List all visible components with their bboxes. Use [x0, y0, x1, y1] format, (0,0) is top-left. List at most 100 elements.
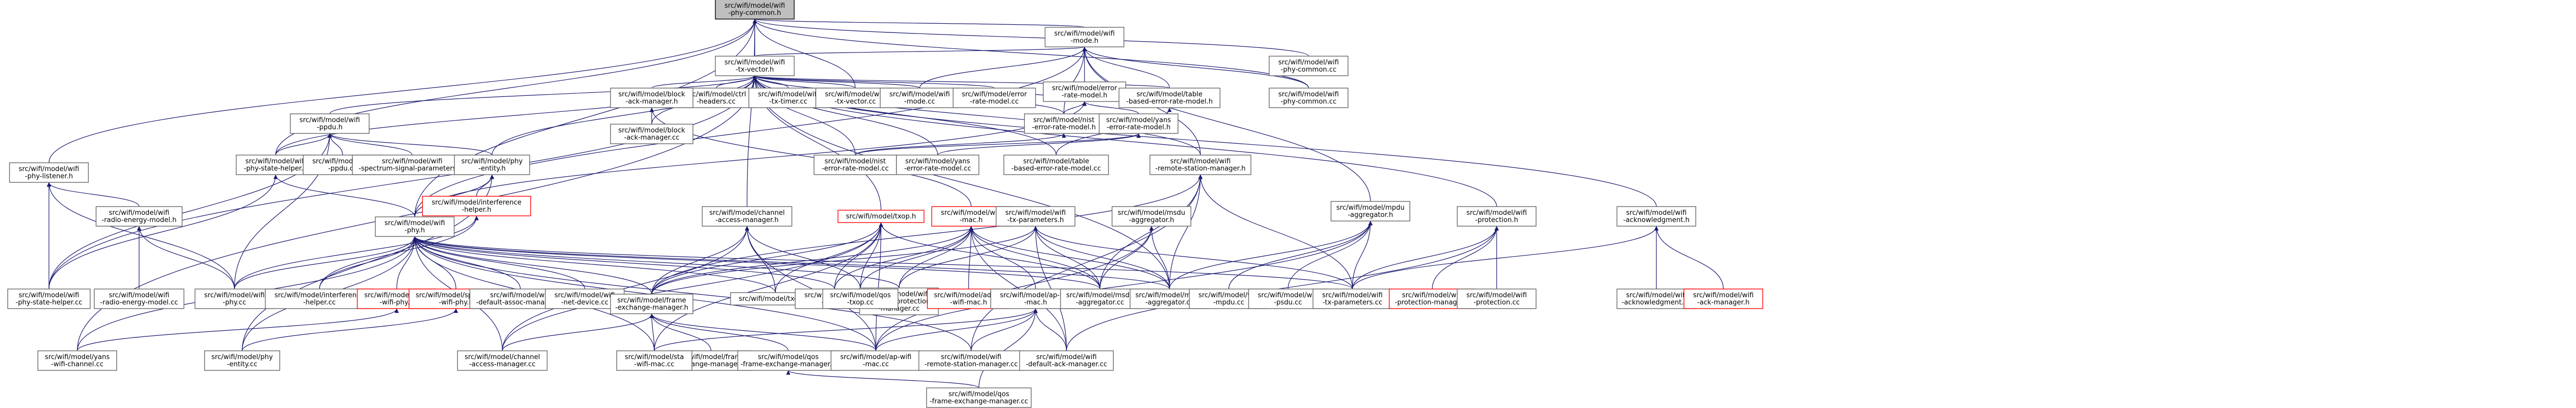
node-label-line: src/wifi/model/wifi [382, 158, 442, 165]
node-tx-timer-cc[interactable]: src/wifi/model/wifi-tx-timer.cc [748, 88, 828, 108]
node-label-line: -ack-manager.h [1697, 299, 1750, 307]
edge-tx_vector_h-to-mode_cc [753, 75, 920, 89]
node-box [831, 350, 921, 371]
node-protection-cc[interactable]: src/wifi/model/wifi-protection.cc [1456, 288, 1537, 309]
node-txop-h[interactable]: src/wifi/model/txop.h [837, 210, 925, 223]
edge-remote_station_manager_h-to-mpdu_aggregator_cc [1169, 174, 1203, 290]
node-label-line: -rate-model.h [1062, 92, 1108, 99]
node-channel-access-manager-h[interactable]: src/wifi/model/channel-access-manager.h [702, 206, 792, 227]
edge-phy_entity_h-to-phy_h [414, 174, 495, 217]
edge-root-to-phy_common_cc_right [752, 19, 1309, 89]
edge-phy_h-to-mac_cc [412, 236, 835, 290]
node-block-ack-manager-cc[interactable]: src/wifi/model/block-ack-manager.cc [610, 124, 693, 144]
node-box [7, 288, 91, 309]
edge-root-to-phy_listener_h [48, 19, 757, 163]
node-sta-wifi-mac-cc[interactable]: src/wifi/model/sta-wifi-mac.cc [616, 350, 692, 371]
edge-acknowledgment_h-to-ack_manager_h [1654, 226, 1724, 290]
node-msdu-aggregator-h[interactable]: src/wifi/model/msdu-aggregator.h [1111, 206, 1192, 227]
node-mode-h[interactable]: src/wifi/model/wifi-mode.h [1044, 27, 1125, 47]
edge-mode_h-to-nist_error_rate_model_h [1063, 46, 1087, 114]
node-mode-cc[interactable]: src/wifi/model/wifi-mode.cc [879, 88, 960, 108]
edge-txop_h-to-mac_cc [834, 222, 884, 290]
edge-phy_h-to-interference_helper_cc [319, 236, 417, 290]
node-box [822, 288, 899, 309]
node-yans-wifi-channel-cc[interactable]: src/wifi/model/yans-wifi-channel.cc [37, 350, 117, 371]
node-label-line: -phy-state-helper.h [244, 165, 308, 173]
node-nist-error-rate-model-h[interactable]: src/wifi/model/nist-error-rate-model.h [1024, 113, 1104, 134]
node-tx-vector-cc[interactable]: src/wifi/model/wifi-tx-vector.cc [815, 88, 895, 108]
node-ack-manager-h[interactable]: src/wifi/model/wifi-ack-manager.h [1683, 288, 1764, 309]
node-phy-common-cc[interactable]: src/wifi/model/wifi-phy-common.cc [1268, 56, 1349, 76]
node-yans-error-rate-model-cc[interactable]: src/wifi/model/yans-error-rate-model.cc [896, 155, 979, 175]
node-table-based-h[interactable]: src/wifi/model/table-based-error-rate-mo… [1118, 88, 1221, 108]
node-label-line: -wifi-mac.cc [634, 361, 674, 368]
node-ppdu-h[interactable]: src/wifi/model/wifi-ppdu.h [290, 113, 370, 134]
node-label-line: -net-device.cc [561, 299, 608, 307]
node-block-ack-manager-h[interactable]: src/wifi/model/block-ack-manager.h [610, 88, 693, 108]
node-label-line: src/wifi/model/wifi [1054, 30, 1114, 38]
node-nist-error-rate-model-cc[interactable]: src/wifi/model/nist-error-rate-model.cc [814, 155, 897, 175]
edge-txop_h-to-msdu_aggregator_cc [878, 222, 1100, 290]
node-protection-h[interactable]: src/wifi/model/wifi-protection.h [1456, 206, 1537, 227]
node-qos-txop-cc[interactable]: src/wifi/model/qos-txop.cc [822, 288, 899, 309]
node-phy-common-cc-right[interactable]: src/wifi/model/wifi-phy-common.cc [1268, 88, 1349, 108]
node-radio-energy-model-cc[interactable]: src/wifi/model/wifi-radio-energy-model.c… [94, 288, 184, 309]
node-box [1268, 88, 1349, 108]
node-table-based-cc[interactable]: src/wifi/model/table-based-error-rate-mo… [1003, 155, 1109, 175]
node-phy-state-helper-cc[interactable]: src/wifi/model/wifi-phy-state-helper.cc [7, 288, 91, 309]
node-phy-entity-cc[interactable]: src/wifi/model/phy-entity.cc [204, 350, 280, 371]
node-phy-listener-h[interactable]: src/wifi/model/wifi-phy-listener.h [9, 162, 89, 183]
node-acknowledgment-cc[interactable]: src/wifi/model/wifi-acknowledgment.cc [1616, 288, 1697, 309]
node-error-rate-model-h[interactable]: src/wifi/model/error-rate-model.h [1043, 81, 1126, 102]
node-remote-station-manager-h[interactable]: src/wifi/model/wifi-remote-station-manag… [1149, 155, 1251, 175]
node-label-line: src/wifi/model/table [1137, 91, 1202, 98]
node-interference-helper-h[interactable]: src/wifi/model/interference-helper.h [422, 196, 531, 216]
node-qos-frame-exchange-manager-h[interactable]: src/wifi/model/qos-frame-exchange-manage… [737, 350, 839, 371]
edge-remote_station_manager_h-to-tx_parameters_cc [1198, 174, 1353, 290]
node-label-line: src/wifi/model/wifi [19, 165, 79, 173]
node-phy-cc[interactable]: src/wifi/model/wifi-phy.cc [194, 288, 275, 309]
node-phy-entity-h[interactable]: src/wifi/model/phy-entity.h [454, 155, 530, 175]
node-interference-helper-cc[interactable]: src/wifi/model/interference-helper.cc [265, 288, 374, 309]
node-mpdu-aggregator-h[interactable]: src/wifi/model/mpdu-aggregator.h [1330, 201, 1411, 222]
node-label-line: -rate-model.cc [970, 98, 1019, 106]
node-msdu-aggregator-cc[interactable]: src/wifi/model/msdu-aggregator.cc [1060, 288, 1140, 309]
node-label-line: src/wifi/model/yans [45, 353, 110, 361]
node-yans-error-rate-model-h[interactable]: src/wifi/model/yans-error-rate-model.h [1098, 113, 1179, 134]
node-channel-access-manager-cc[interactable]: src/wifi/model/channel-access-manager.cc [457, 350, 548, 371]
node-spectrum-signal-cc[interactable]: src/wifi/model/wifi-spectrum-signal-para… [352, 155, 472, 175]
edge-frame_exchange_manager_h-to-ap_wifi_mac_cc [649, 313, 876, 351]
node-phy-state-helper-h[interactable]: src/wifi/model/wifi-phy-state-helper.h [235, 155, 316, 175]
node-label-line: src/wifi/model/wifi [1626, 209, 1686, 217]
node-label-line: -wifi-phy.h [380, 299, 414, 307]
node-tx-vector-h[interactable]: src/wifi/model/wifi-tx-vector.h [715, 56, 795, 76]
node-label-line: -radio-energy-model.cc [100, 299, 178, 307]
node-radio-energy-model-h[interactable]: src/wifi/model/wifi-radio-energy-model.h [95, 206, 183, 227]
node-qos-frame-exchange-manager-cc[interactable]: src/wifi/model/qos-frame-exchange-manage… [926, 387, 1032, 408]
node-box [748, 88, 828, 108]
node-default-ack-manager-cc[interactable]: src/wifi/model/wifi-default-ack-manager.… [1019, 350, 1114, 371]
node-box [1456, 288, 1537, 309]
node-frame-exchange-manager-h[interactable]: src/wifi/model/frame-exchange-manager.h [610, 294, 693, 314]
node-tx-parameters-h[interactable]: src/wifi/model/wifi-tx-parameters.h [995, 206, 1076, 227]
node-ap-wifi-mac-cc[interactable]: src/wifi/model/ap-wifi-mac.cc [831, 350, 921, 371]
node-box [715, 56, 795, 76]
node-acknowledgment-h[interactable]: src/wifi/model/wifi-acknowledgment.h [1616, 206, 1697, 227]
node-error-rate-model-cc[interactable]: src/wifi/model/error-rate-model.cc [953, 88, 1036, 108]
edge-mac_h-to-qos_txop_cc [860, 226, 974, 290]
edge-tx_parameters_h-to-msdu_aggregator_cc [1033, 226, 1100, 290]
node-box [1149, 155, 1251, 175]
node-mac-h[interactable]: src/wifi/model/wifi-mac.h [931, 206, 1011, 227]
edge-mode_h-to-mpdu_aggregator_h [1082, 46, 1371, 202]
node-tx-parameters-cc[interactable]: src/wifi/model/wifi-tx-parameters.cc [1312, 288, 1393, 309]
node-label-line: src/wifi/model/ap-wifi [1000, 292, 1071, 299]
node-phy-h[interactable]: src/wifi/model/wifi-phy.h [375, 216, 455, 237]
node-remote-station-manager-cc[interactable]: src/wifi/model/wifi-remote-station-manag… [918, 350, 1024, 371]
node-label-line: src/wifi/model/qos [830, 292, 891, 299]
node-box [352, 155, 472, 175]
node-root[interactable]: src/wifi/model/wifi-phy-common.h [715, 0, 795, 20]
node-label-line: src/wifi/model/block [618, 91, 685, 98]
edge-phy_h-to-frame_exchange_manager_h [412, 236, 652, 295]
node-label-line: src/wifi/model/wifi [1466, 209, 1527, 217]
